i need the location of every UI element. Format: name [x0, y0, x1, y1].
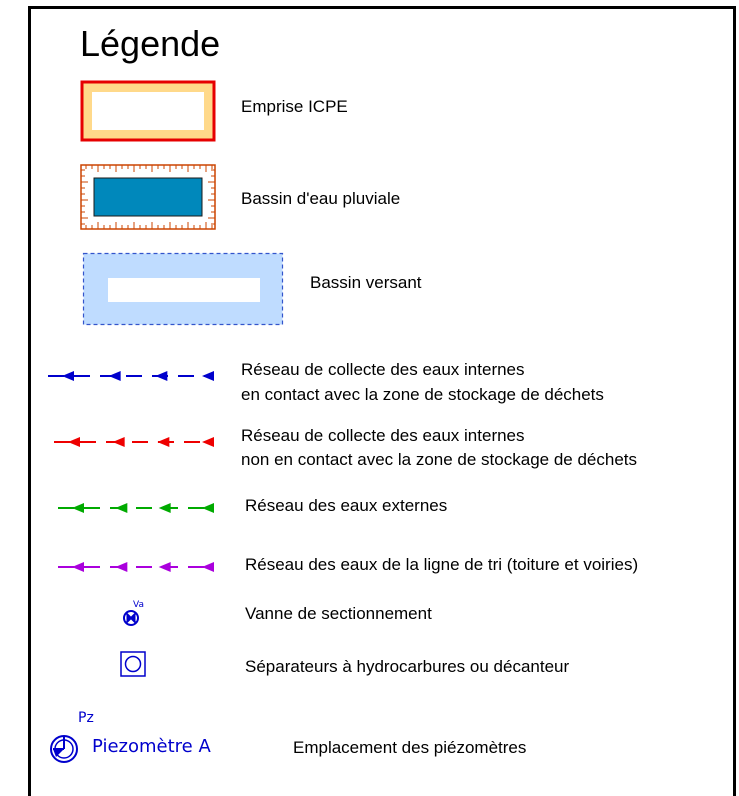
legend-label-external: Réseau des eaux externes	[245, 496, 448, 515]
legend-frame	[28, 6, 736, 796]
legend-label-icpe: Emprise ICPE	[241, 97, 348, 116]
flow-arrow-icon	[112, 437, 125, 447]
flow-arrow-icon	[72, 562, 84, 572]
separator-icon	[120, 651, 146, 677]
flow-arrow-icon	[202, 503, 214, 513]
flow-arrow-icon	[202, 437, 214, 447]
legend-label-piezometer: Emplacement des piézomètres	[293, 738, 527, 757]
legend-title: Légende	[80, 23, 221, 64]
legend-label-internal-noncontact-1: Réseau de collecte des eaux internes	[241, 426, 525, 445]
external-network-line	[58, 503, 214, 513]
valve-tag: Va	[133, 600, 144, 610]
legend-label-valve: Vanne de sectionnement	[245, 604, 432, 623]
piezometer-tag: Pz	[78, 710, 94, 726]
rainwater-basin-symbol	[80, 164, 216, 230]
piezometer-icon	[50, 735, 78, 763]
flow-arrow-icon	[157, 437, 170, 447]
flow-arrow-icon	[108, 371, 121, 381]
flow-arrow-icon	[115, 562, 128, 572]
legend-label-catchment: Bassin versant	[310, 273, 422, 292]
valve-icon: Va	[123, 600, 144, 626]
legend-label-separator: Séparateurs à hydrocarbures ou décanteur	[245, 657, 570, 676]
flow-arrow-icon	[202, 562, 214, 572]
internal-contact-network-line	[48, 371, 214, 381]
legend-label-sorting: Réseau des eaux de la ligne de tri (toit…	[245, 555, 639, 574]
catchment-area-symbol	[82, 252, 284, 326]
flow-arrow-icon	[158, 503, 171, 513]
flow-arrow-icon	[158, 562, 171, 572]
flow-arrow-icon	[155, 371, 168, 381]
flow-arrow-icon	[115, 503, 128, 513]
icpe-boundary-symbol	[80, 80, 216, 142]
legend-label-internal-noncontact-2: non en contact avec la zone de stockage …	[241, 450, 637, 469]
legend-label-basin: Bassin d'eau pluviale	[241, 189, 401, 208]
sorting-line-network-line	[58, 562, 214, 572]
flow-arrow-icon	[68, 437, 80, 447]
flow-arrow-icon	[62, 371, 74, 381]
flow-arrow-icon	[202, 371, 214, 381]
legend-label-internal-contact-2: en contact avec la zone de stockage de d…	[241, 385, 604, 404]
internal-noncontact-network-line	[54, 437, 214, 447]
flow-arrow-icon	[72, 503, 84, 513]
legend-label-internal-contact-1: Réseau de collecte des eaux internes	[241, 360, 525, 379]
piezometer-name: Piezomètre A	[92, 736, 211, 757]
